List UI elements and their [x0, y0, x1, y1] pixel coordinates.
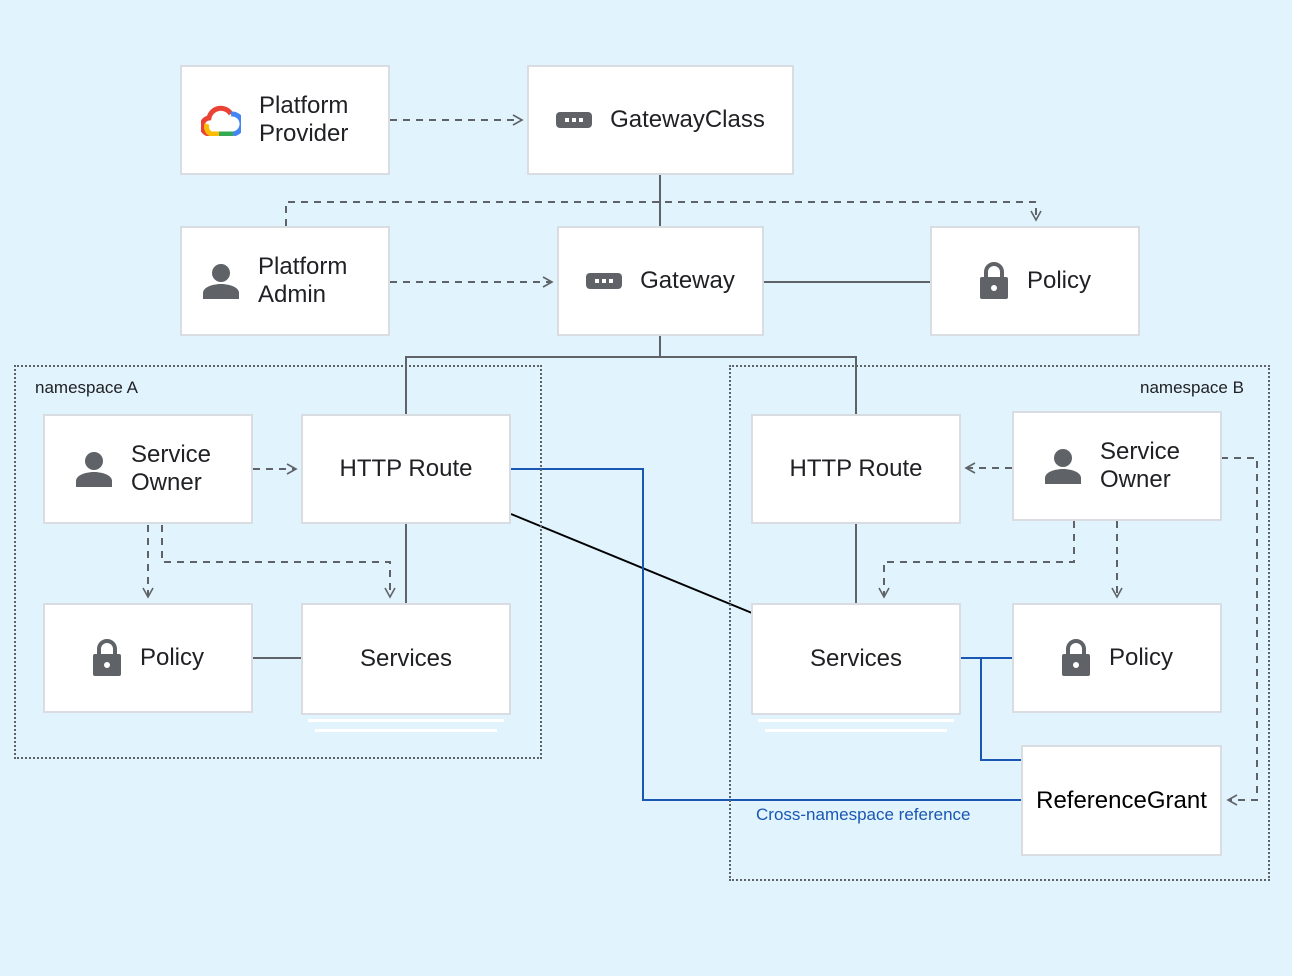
policy-a-label: Policy — [139, 644, 205, 671]
platform-admin-node[interactable]: Platform Admin — [180, 226, 390, 336]
services-a-stack-shadow — [308, 719, 504, 722]
policy-a-node[interactable]: Policy — [43, 603, 253, 713]
platform-admin-label: Platform Admin — [258, 253, 348, 308]
http-route-b-label: HTTP Route — [789, 455, 923, 482]
services-b-node[interactable]: Services — [751, 603, 961, 715]
google-cloud-icon — [201, 104, 241, 136]
lock-icon — [92, 639, 122, 677]
person-icon — [202, 262, 240, 300]
services-b-label: Services — [809, 645, 903, 672]
provider-policy-arrow — [285, 201, 1042, 226]
policy-top-node[interactable]: Policy — [930, 226, 1140, 336]
namespace-a-label: namespace A — [35, 378, 139, 397]
platform-provider-node[interactable]: Platform Provider — [180, 65, 390, 175]
http-route-a-node[interactable]: HTTP Route — [301, 414, 511, 524]
gateway-node[interactable]: Gateway — [557, 226, 764, 336]
person-icon — [1044, 447, 1082, 485]
gateway-label: Gateway — [640, 267, 735, 294]
namespace-b-label: namespace B — [1140, 378, 1244, 397]
namespace-b-boundary — [729, 365, 1270, 881]
services-a-label: Services — [359, 645, 453, 672]
gateway-icon — [586, 273, 623, 289]
gateway-icon — [556, 112, 593, 128]
policy-b-node[interactable]: Policy — [1012, 603, 1222, 713]
cross-namespace-label: Cross-namespace reference — [756, 805, 971, 824]
gatewayclass-node[interactable]: GatewayClass — [527, 65, 794, 175]
lock-icon — [1061, 639, 1091, 677]
http-route-b-node[interactable]: HTTP Route — [751, 414, 961, 524]
reference-grant-label: ReferenceGrant — [1036, 786, 1207, 814]
gatewayclass-label: GatewayClass — [610, 106, 765, 133]
lock-icon — [979, 262, 1009, 300]
policy-b-label: Policy — [1108, 644, 1174, 671]
reference-grant-node[interactable]: ReferenceGrant — [1021, 745, 1222, 856]
service-owner-b-label: Service Owner — [1100, 438, 1181, 493]
namespace-a-boundary — [14, 365, 542, 759]
services-a-stack-shadow — [315, 729, 497, 732]
service-owner-a-label: Service Owner — [131, 441, 212, 496]
services-a-node[interactable]: Services — [301, 603, 511, 715]
route-a-services-b-line — [510, 513, 753, 614]
http-route-a-label: HTTP Route — [339, 455, 473, 482]
policy-top-label: Policy — [1026, 267, 1092, 294]
services-b-stack-shadow — [758, 719, 954, 722]
service-owner-b-node[interactable]: Service Owner — [1012, 411, 1222, 521]
person-icon — [75, 450, 113, 488]
service-owner-a-node[interactable]: Service Owner — [43, 414, 253, 524]
services-b-stack-shadow — [765, 729, 947, 732]
platform-provider-label: Platform Provider — [259, 92, 349, 147]
